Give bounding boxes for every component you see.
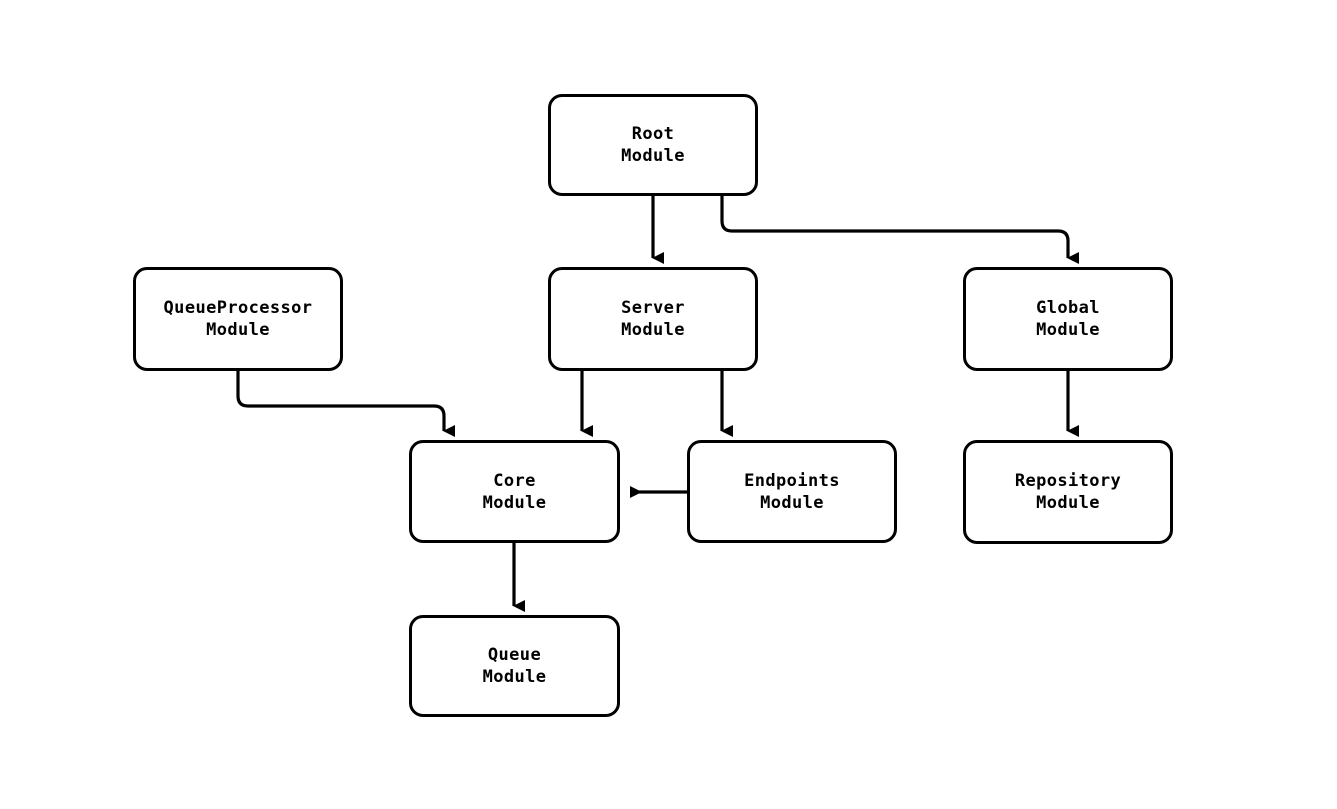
node-root-module-label: Root Module: [621, 124, 685, 166]
node-endpoints-module[interactable]: Endpoints Module: [687, 440, 897, 543]
node-queue-module[interactable]: Queue Module: [409, 615, 620, 717]
node-queueprocessor-module[interactable]: QueueProcessor Module: [133, 267, 343, 371]
node-endpoints-module-label: Endpoints Module: [744, 470, 840, 513]
node-queueprocessor-module-label: QueueProcessor Module: [163, 298, 313, 340]
node-global-module[interactable]: Global Module: [963, 267, 1173, 371]
node-root-module[interactable]: Root Module: [548, 94, 758, 196]
node-repository-module-label: Repository Module: [1014, 471, 1122, 513]
node-repository-module[interactable]: Repository Module: [963, 440, 1173, 544]
node-server-module[interactable]: Server Module: [548, 267, 758, 371]
node-server-module-label: Server Module: [621, 298, 685, 340]
edge-queueprocessor-to-core: [236, 371, 455, 437]
node-queue-module-label: Queue Module: [482, 645, 547, 687]
node-core-module-label: Core Module: [482, 470, 547, 513]
edge-root-to-global: [720, 196, 1079, 264]
node-core-module[interactable]: Core Module: [409, 440, 620, 543]
node-global-module-label: Global Module: [1036, 298, 1100, 340]
